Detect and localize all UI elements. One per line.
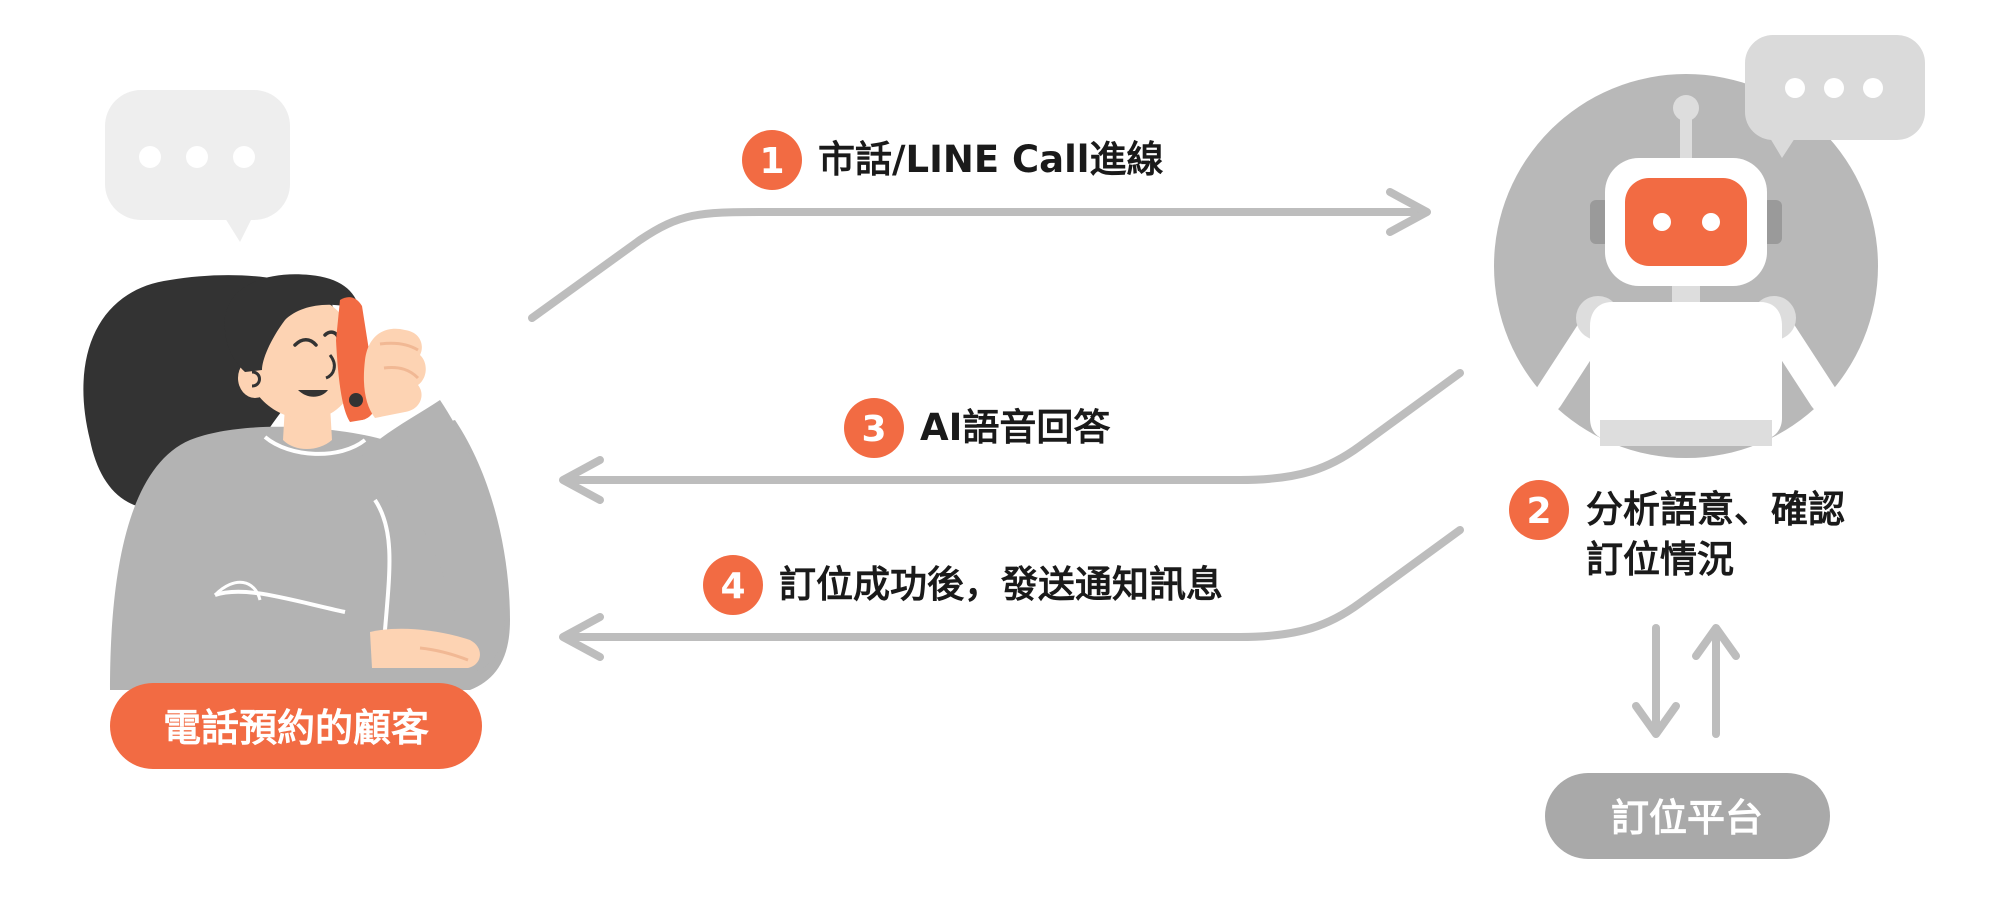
step-1-number: 1 (759, 141, 784, 182)
step-3-label: 3 AI語音回答 (844, 398, 1111, 458)
step-2-text-line2: 訂位情況 (1586, 538, 1734, 581)
step-2-label: 2 分析語意、確認 訂位情況 (1509, 480, 1845, 581)
step-3-badge (844, 398, 904, 458)
arrow-step-3 (559, 369, 1464, 504)
step-3-number: 3 (861, 409, 886, 450)
step-4-text: 訂位成功後，發送通知訊息 (779, 563, 1223, 606)
step-3-text: AI語音回答 (920, 406, 1111, 449)
step-4-badge (703, 555, 763, 615)
arrow-step-1 (528, 188, 1431, 322)
step-1-text: 市話/LINE Call進線 (818, 138, 1163, 181)
step-2-badge (1509, 480, 1569, 540)
step-2-number: 2 (1526, 491, 1551, 532)
step-1-badge (742, 130, 802, 190)
woman-on-phone-icon (83, 274, 510, 690)
arrow-step-4 (559, 526, 1464, 661)
customer-label-text: 電話預約的顧客 (163, 706, 429, 750)
platform-label-pill (1545, 773, 1830, 859)
step-1-label: 1 市話/LINE Call進線 (742, 130, 1163, 190)
step-2-text-line1: 分析語意、確認 (1586, 488, 1845, 531)
customer-label-pill (110, 683, 482, 769)
speech-bubble-icon (105, 90, 290, 242)
speech-bubble-icon (1745, 35, 1925, 158)
up-down-arrows-icon (1632, 624, 1740, 738)
step-4-label: 4 訂位成功後，發送通知訊息 (703, 555, 1223, 615)
robot-icon (1494, 74, 1878, 458)
platform-label-text: 訂位平台 (1611, 796, 1763, 840)
platform-label: 訂位平台 (1545, 773, 1830, 859)
step-4-number: 4 (720, 566, 745, 607)
customer-label: 電話預約的顧客 (110, 683, 482, 769)
